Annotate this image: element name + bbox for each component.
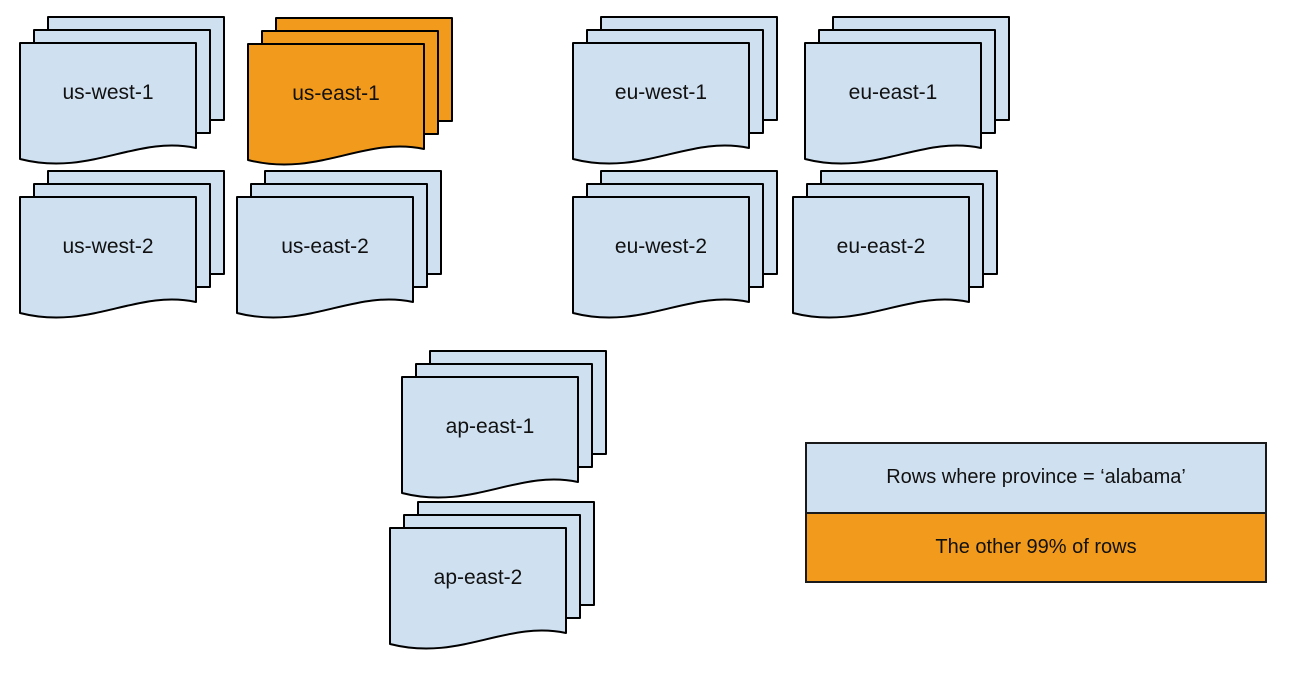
document-sheet-front — [572, 42, 750, 165]
region-stack-ap-east-2: ap-east-2 — [388, 500, 620, 662]
document-sheet-front — [792, 196, 970, 319]
document-stack-icon — [247, 17, 453, 166]
document-stack-icon — [572, 170, 778, 319]
document-sheet-front — [572, 196, 750, 319]
region-stack-us-east-2: us-east-2 — [235, 169, 467, 331]
legend-item-other-rows: The other 99% of rows — [807, 511, 1265, 581]
document-sheet-front — [19, 196, 197, 319]
document-stack-icon — [19, 16, 225, 165]
region-stack-us-west-1: us-west-1 — [18, 15, 250, 177]
document-stack-icon — [401, 350, 607, 499]
region-stack-us-east-1: us-east-1 — [246, 16, 478, 178]
document-sheet-front — [389, 527, 567, 650]
region-stack-eu-west-1: eu-west-1 — [571, 15, 803, 177]
legend: Rows where province = ‘alabama’ The othe… — [805, 442, 1267, 583]
document-sheet-front — [804, 42, 982, 165]
region-stack-eu-west-2: eu-west-2 — [571, 169, 803, 331]
region-stack-ap-east-1: ap-east-1 — [400, 349, 632, 511]
document-stack-icon — [19, 170, 225, 319]
document-sheet-front — [401, 376, 579, 499]
region-stack-eu-east-1: eu-east-1 — [803, 15, 1035, 177]
document-stack-icon — [389, 501, 595, 650]
document-stack-icon — [792, 170, 998, 319]
legend-item-label: Rows where province = ‘alabama’ — [886, 466, 1186, 489]
legend-item-alabama-rows: Rows where province = ‘alabama’ — [807, 444, 1265, 512]
document-stack-icon — [572, 16, 778, 165]
document-sheet-front — [236, 196, 414, 319]
document-stack-icon — [804, 16, 1010, 165]
region-stack-eu-east-2: eu-east-2 — [791, 169, 1023, 331]
document-sheet-front — [19, 42, 197, 165]
legend-item-label: The other 99% of rows — [935, 535, 1137, 558]
region-stack-us-west-2: us-west-2 — [18, 169, 250, 331]
document-stack-icon — [236, 170, 442, 319]
document-sheet-front — [247, 43, 425, 166]
